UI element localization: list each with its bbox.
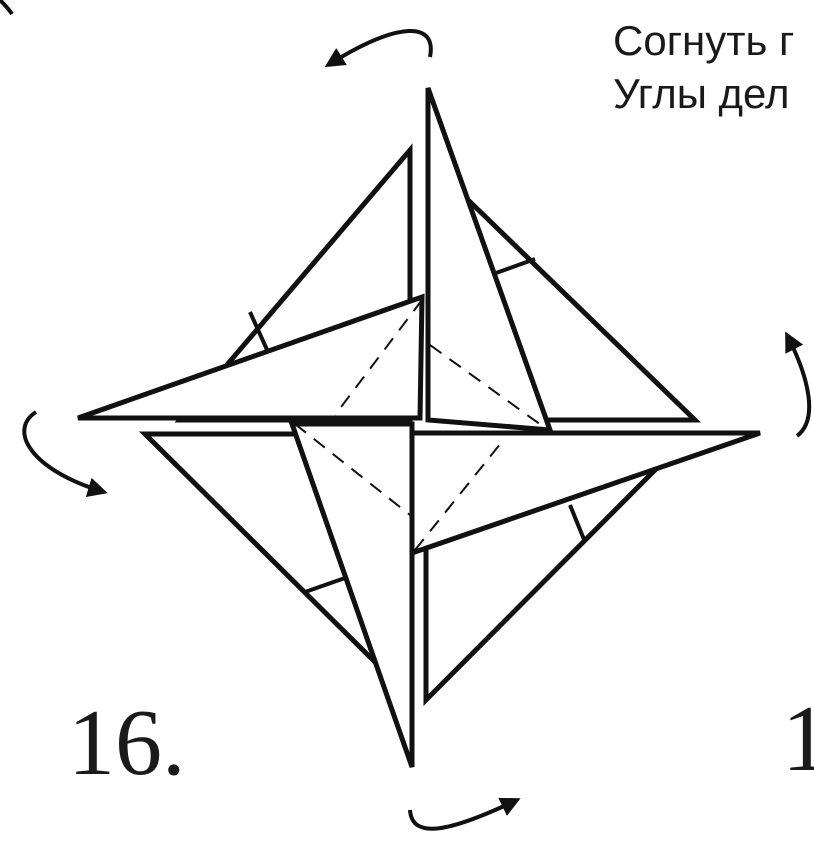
step-number-next: 1 (782, 687, 814, 791)
point-right (409, 430, 761, 557)
crease-top-right (495, 257, 536, 275)
point-top (425, 87, 554, 433)
instruction-text-line-1: Согнуть г (613, 17, 795, 64)
point-left (77, 293, 425, 421)
instruction-text-line-2: Углы дел (613, 70, 790, 117)
crease-bottom-left (304, 576, 346, 594)
rotate-arrow-corner (0, 0, 14, 16)
dashed-fold-b (429, 344, 549, 431)
point-bottom (288, 421, 415, 768)
rotate-arrow-right (785, 331, 812, 438)
rotate-arrow-top (324, 29, 433, 68)
rotate-arrow-bottom (408, 797, 521, 831)
crease-top-left (248, 311, 270, 353)
rotate-arrow-left (22, 410, 108, 498)
dashed-fold-c (294, 423, 411, 516)
dashed-fold-a (334, 299, 423, 416)
crease-bottom-right (568, 504, 587, 543)
step-number-current: 16. (68, 691, 186, 795)
